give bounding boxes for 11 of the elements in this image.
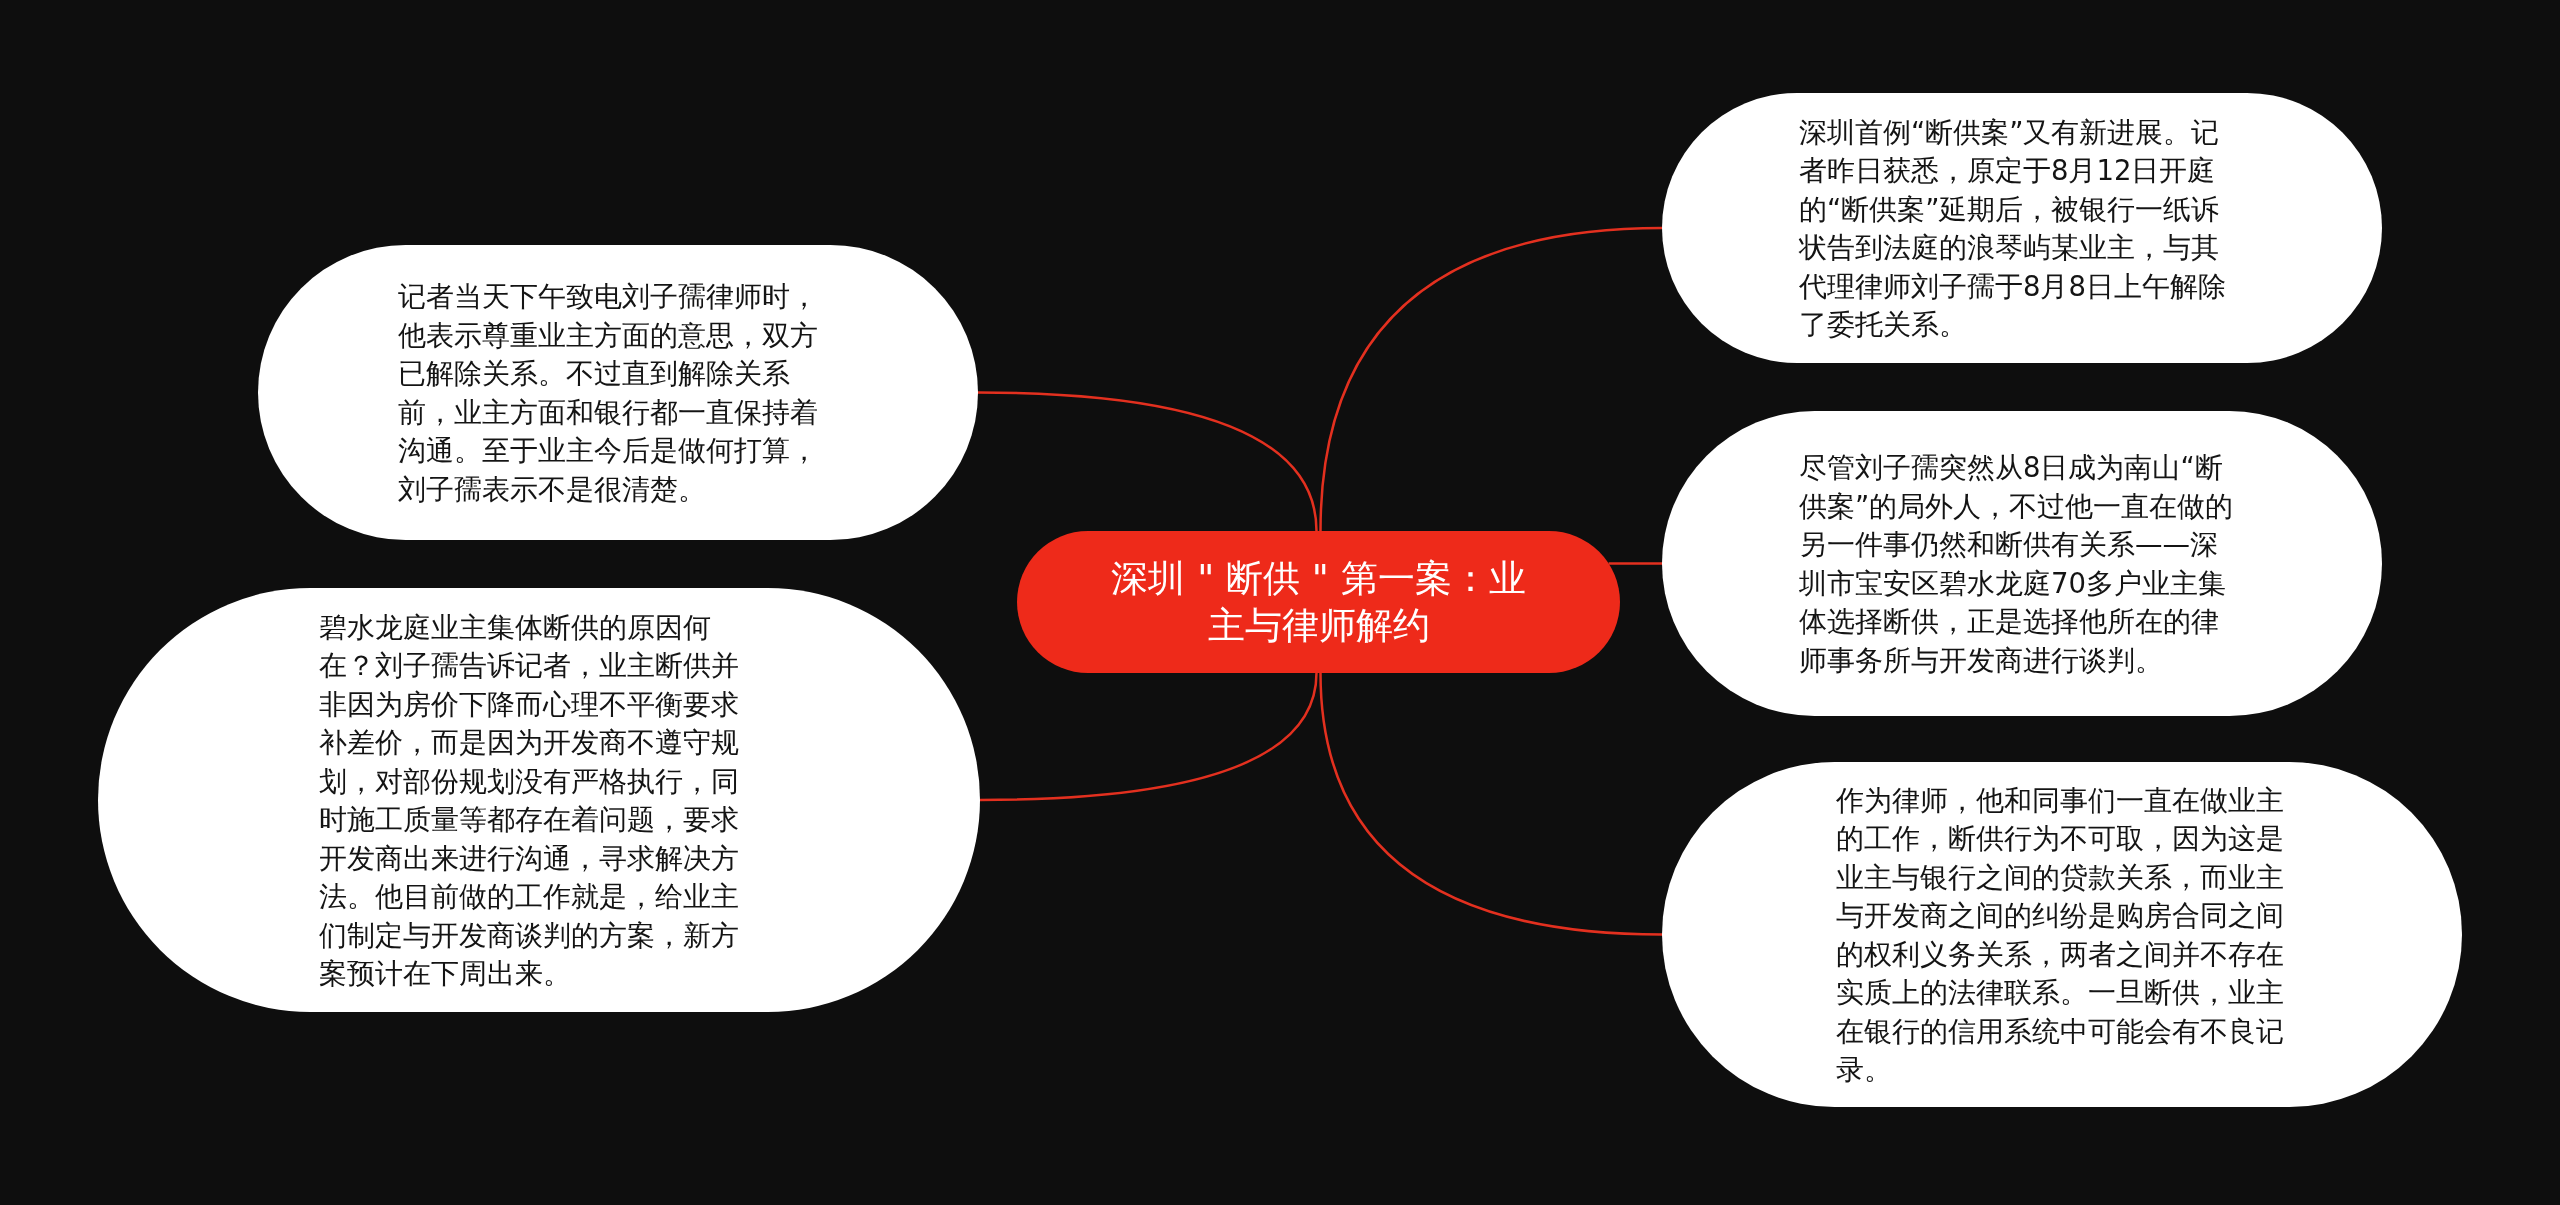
bubble-paragraph: 碧水龙庭业主集体断供的原因何在？刘子孺告诉记者，业主断供并非因为房价下降而心理不平衡要求补差价，而是因为开发商不遵守规划，对部份规划没有严格执行，同时施工质量等都存在着问题，要求开发商出来进行沟通，寻求解决方法。他目前做的工作就是，给业主们制定与开发商谈判的方案，新方案预计在下周出来。: [319, 609, 740, 991]
bubble-paragraph: 尽管刘子孺突然从8日成为南山“断供案”的局外人，不过他一直在做的另一件事仍然和断供有关系——深圳市宝安区碧水龙庭70多户业主集体选择断供，正是选择他所在的律师事务所与开发商进行谈判。: [1799, 450, 2235, 678]
bubble-paragraph: 作为律师，他和同事们一直在做业主的工作，断供行为不可取，因为这是业主与银行之间的贷款关系，而业主与开发商之间的纠纷是购房合同之间的权利义务关系，两者之间并不存在实质上的法律联系。一旦断供，业主在银行的信用系统中可能会有不良记录。: [1836, 782, 2285, 1087]
connector-line: [1319, 672, 1663, 936]
bubble-paragraph: 记者当天下午致电刘子孺律师时，他表示尊重业主方面的意思，双方已解除关系。不过直到解除关系前，业主方面和银行都一直保持着沟通。至于业主今后是做何打算，刘子孺表示不是很清楚。: [398, 279, 819, 507]
topic-title: 深圳 " 断供 " 第一案：业主与律师解约: [1110, 556, 1527, 649]
bubble-paragraph: 深圳首例“断供案”又有新进展。记者昨日获悉，原定于8月12日开庭的“断供案”延期后，被银行一纸诉状告到法庭的浪琴屿某业主，与其代理律师刘子孺于8月8日上午解除了委托关系。: [1799, 114, 2227, 342]
connector-line: [1608, 562, 1662, 565]
connector-line: [977, 391, 1318, 532]
connector-line: [979, 672, 1318, 802]
connector-line: [1319, 226, 1663, 532]
